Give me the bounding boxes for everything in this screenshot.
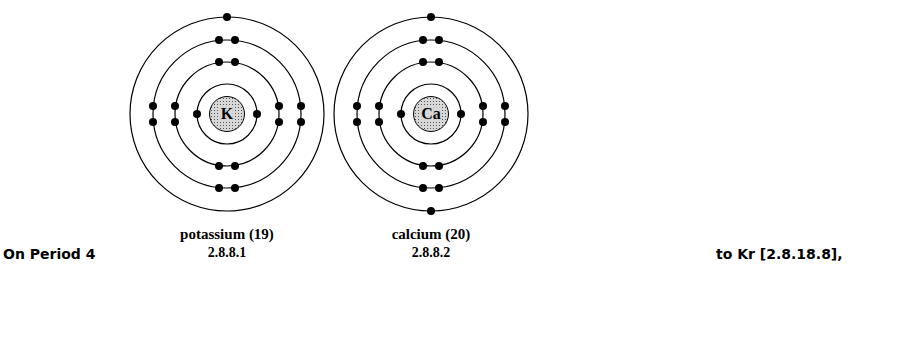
atom-caption: potassium (19) bbox=[180, 226, 274, 243]
note-text: to Kr [2.8.18.8], bbox=[716, 246, 843, 262]
nucleus: K bbox=[209, 96, 245, 132]
note-text: On Period 4 bbox=[3, 246, 95, 262]
calcium-atom bbox=[334, 13, 528, 215]
potassium-atom bbox=[130, 13, 324, 211]
element-symbol: K bbox=[220, 106, 234, 122]
nucleus: Ca bbox=[413, 96, 449, 132]
atom-caption: 2.8.8.2 bbox=[412, 245, 451, 261]
element-symbol: Ca bbox=[420, 106, 442, 122]
atom-caption: 2.8.8.1 bbox=[208, 245, 247, 261]
atom-caption: calcium (20) bbox=[392, 226, 471, 243]
